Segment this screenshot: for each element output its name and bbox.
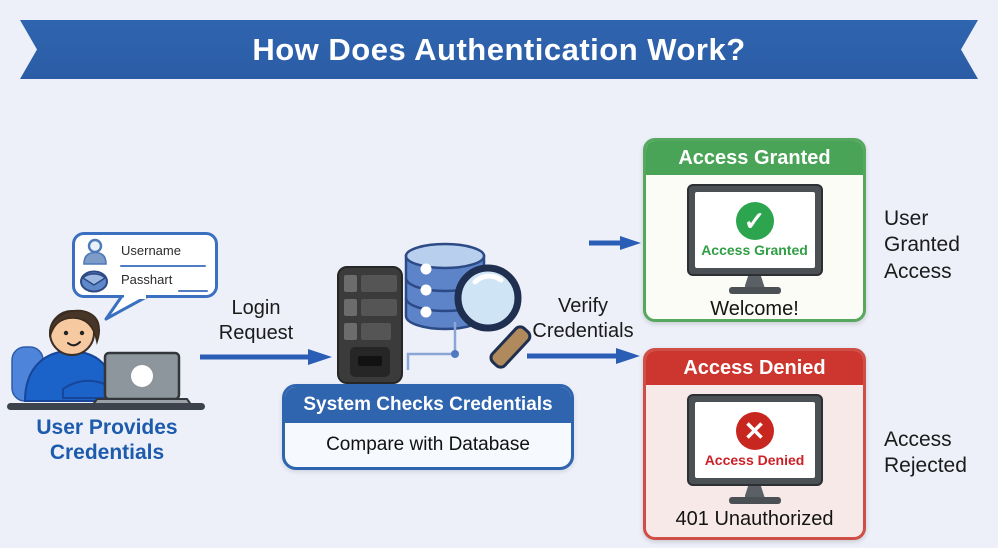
granted-branch-arrow (589, 236, 641, 250)
granted-monitor-screen: ✓ Access Granted (694, 192, 815, 268)
system-checks-header: System Checks Credentials (285, 387, 571, 423)
granted-side-label: User Granted Access (884, 207, 960, 283)
username-label: Username (121, 243, 181, 258)
database-connector-line (406, 322, 459, 370)
denied-monitor: ✕ Access Denied (686, 394, 823, 486)
page-title: How Does Authentication Work? (252, 32, 746, 67)
granted-monitor: ✓ Access Granted (686, 184, 823, 276)
padlock-icon (80, 270, 108, 293)
denied-monitor-base (728, 497, 781, 504)
verify-credentials-label: Verify Credentials (532, 295, 634, 342)
cross-icon: ✕ (735, 412, 774, 450)
granted-monitor-stand (744, 276, 765, 287)
denied-monitor-stand (744, 486, 765, 497)
title-banner: How Does Authentication Work? (20, 20, 978, 79)
magnifier-icon (454, 264, 532, 369)
verify-credentials-arrow (527, 348, 640, 364)
password-underline (178, 290, 208, 292)
user-at-laptop-illustration (7, 309, 205, 410)
server-icon (337, 266, 403, 384)
login-request-arrow (200, 349, 332, 365)
granted-caption: Welcome! (710, 298, 799, 320)
user-caption: User Provides Credentials (36, 416, 178, 464)
check-icon: ✓ (735, 202, 774, 240)
username-underline (120, 265, 206, 267)
granted-monitor-base (728, 287, 781, 294)
password-label: Passhart (121, 272, 173, 287)
speech-bubble-tail (104, 295, 150, 321)
granted-screen-label: Access Granted (701, 242, 808, 258)
denied-monitor-screen: ✕ Access Denied (694, 402, 815, 478)
denied-caption: 401 Unauthorized (675, 508, 834, 530)
login-request-label: Login Request (218, 297, 294, 344)
denied-screen-label: Access Denied (704, 452, 805, 468)
access-denied-header: Access Denied (646, 351, 863, 385)
access-granted-box: Access Granted ✓ Access Granted Welcome! (643, 138, 866, 322)
access-denied-box: Access Denied ✕ Access Denied 401 Unauth… (643, 348, 866, 540)
system-checks-body: Compare with Database (326, 434, 530, 455)
denied-side-label: Access Rejected (884, 428, 967, 478)
user-icon (83, 238, 107, 265)
access-granted-header: Access Granted (646, 141, 863, 175)
system-checks-box: System Checks Credentials Compare with D… (282, 384, 574, 470)
